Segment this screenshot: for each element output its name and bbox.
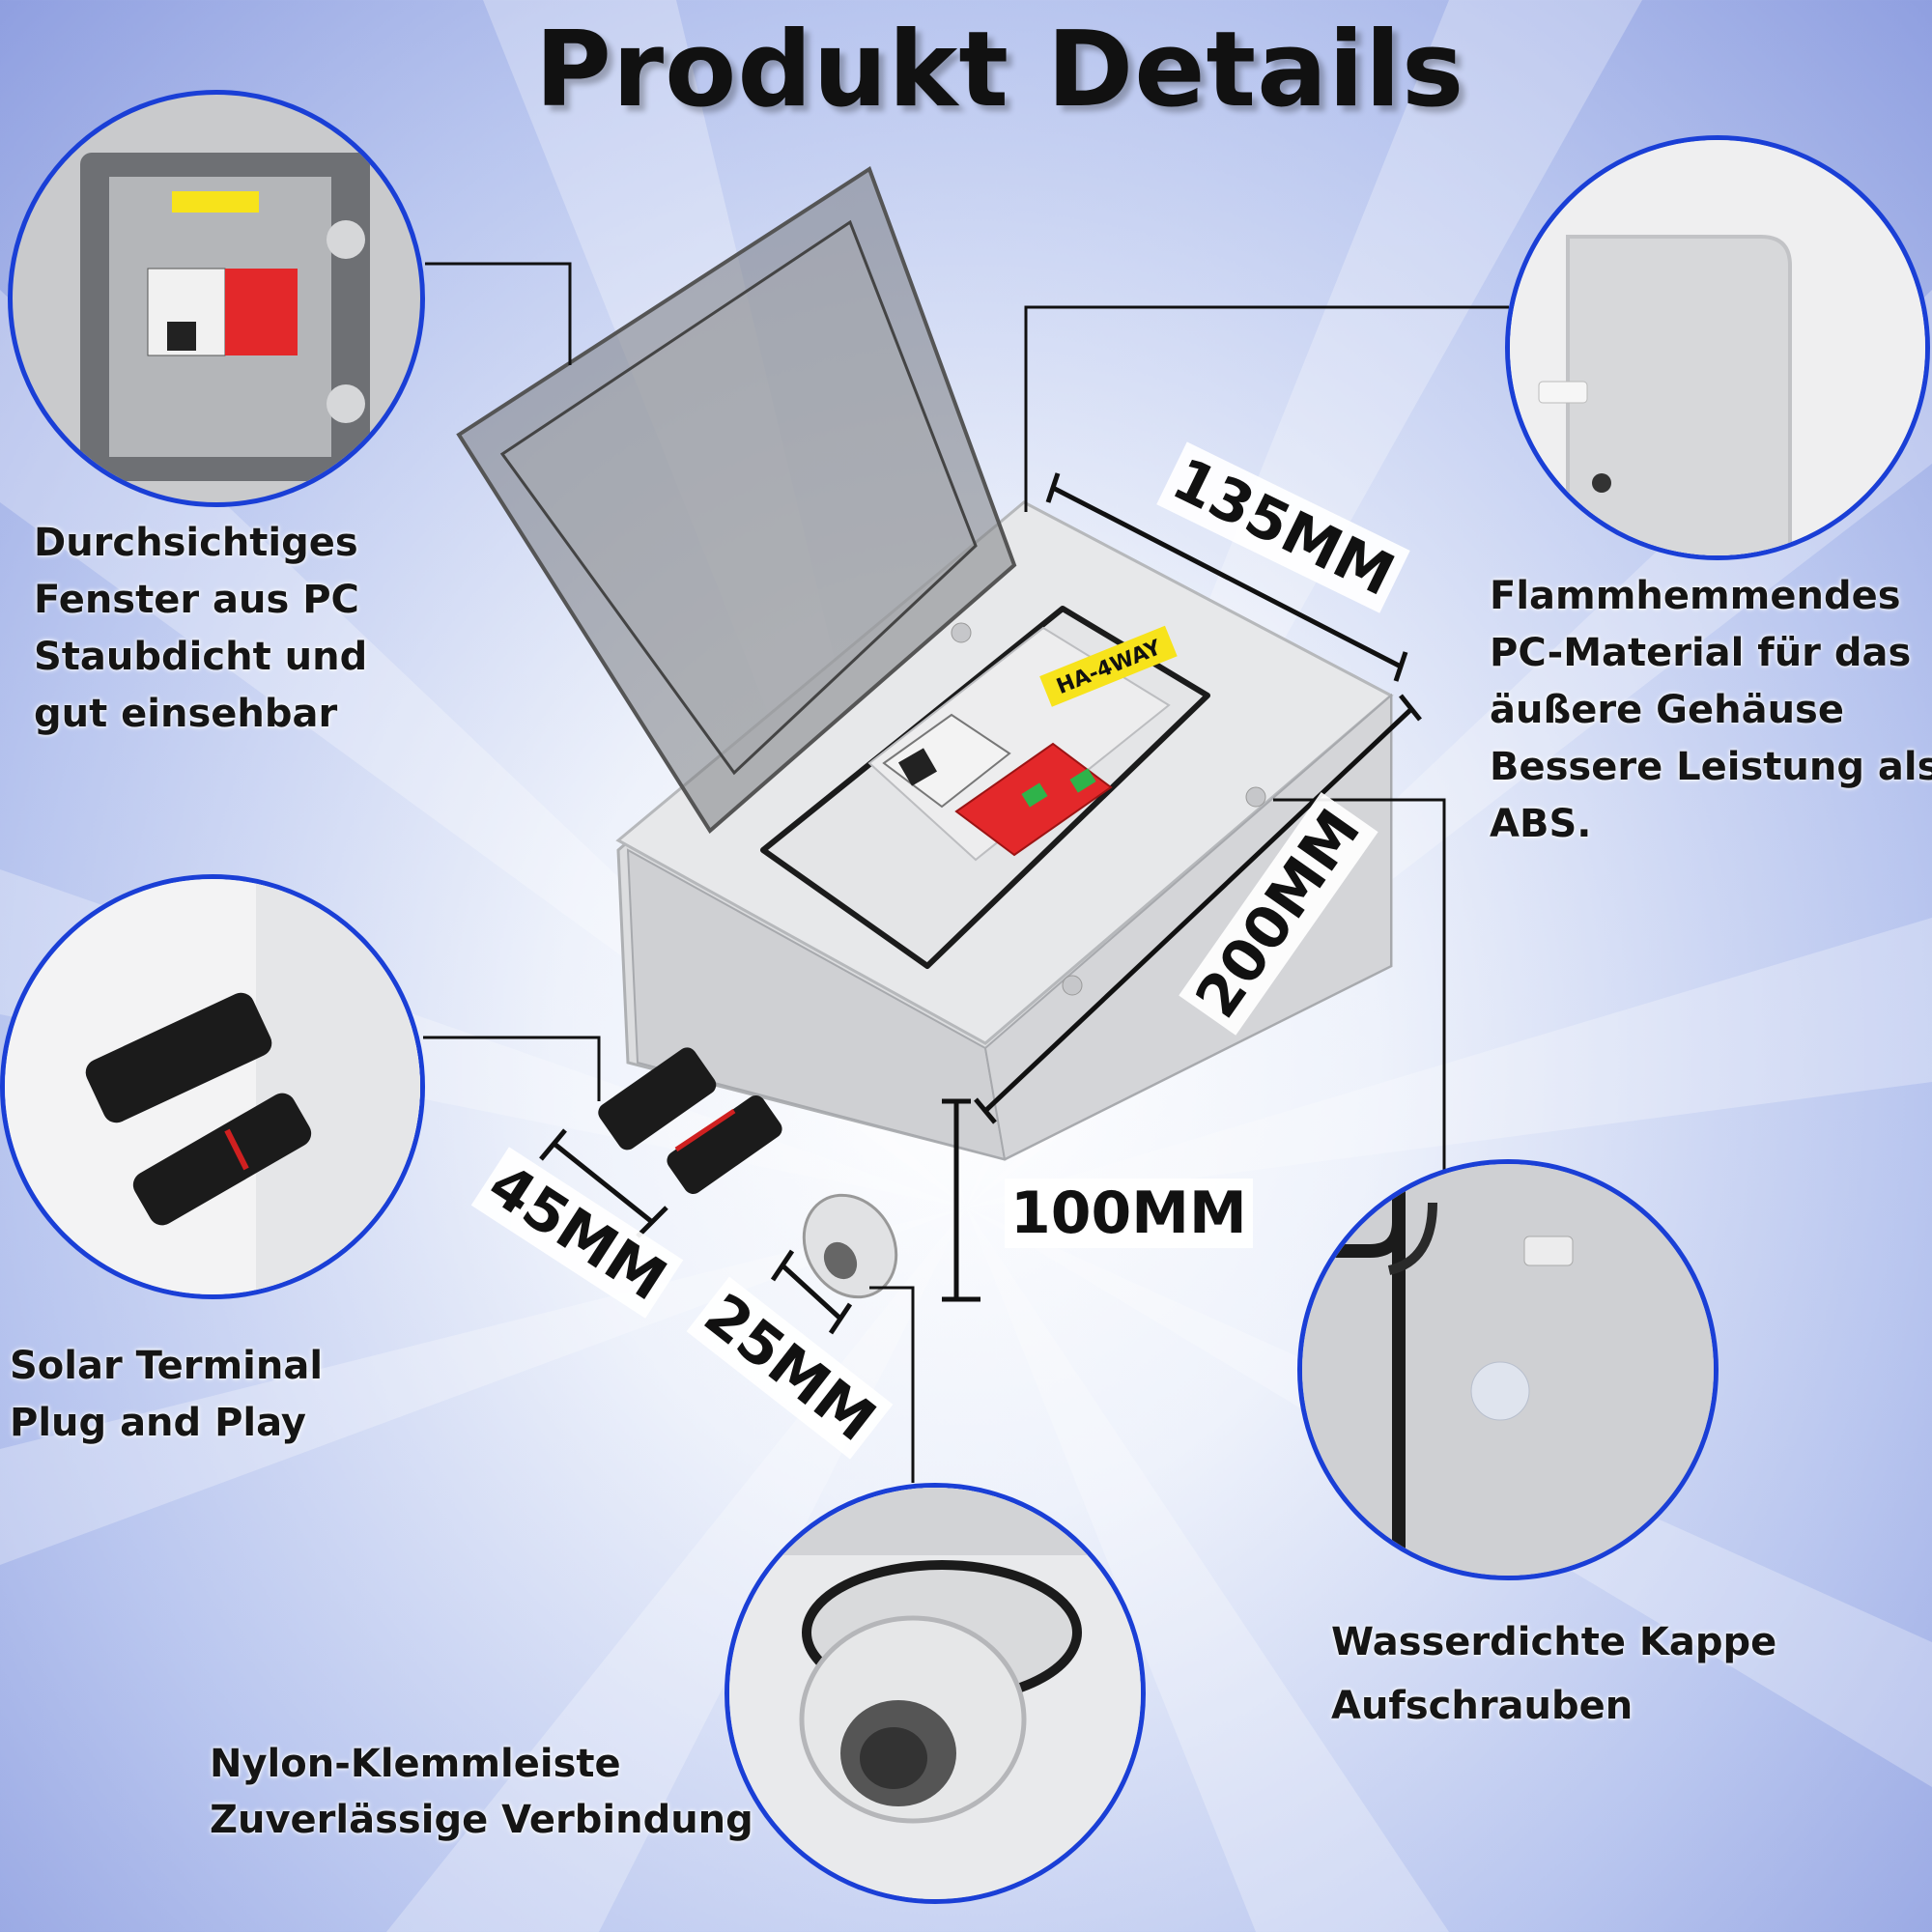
callout-material: Flammhemmendes PC-Material für das äußer… [1490, 574, 1932, 846]
terminal-detail-image [5, 879, 420, 1294]
nylon-detail-image [729, 1488, 1141, 1899]
label-tag [1039, 625, 1178, 707]
detail-circle-nylon [724, 1483, 1146, 1904]
cable-gland [802, 1193, 898, 1299]
page-title: Produkt Details [534, 10, 1465, 130]
mc4-connectors [598, 1047, 782, 1194]
detail-circle-cap [1297, 1159, 1719, 1580]
window-detail-image [80, 153, 370, 481]
transparent-lid [456, 165, 1017, 835]
callout-terminal: Solar Terminal Plug and Play [10, 1344, 324, 1445]
breaker-handle [898, 748, 937, 786]
callout-cap: Wasserdichte Kappe Aufschrauben [1331, 1620, 1777, 1728]
detail-circle-window [8, 90, 425, 507]
material-detail-image [1510, 140, 1925, 555]
housing-side-face [983, 693, 1392, 1161]
cap-detail-image [1302, 1164, 1714, 1576]
dimension-height: 100MM [1005, 1179, 1253, 1248]
callout-window: Durchsichtiges Fenster aus PC Staubdicht… [34, 521, 368, 736]
callout-nylon: Nylon-Klemmleiste Zuverlässige Verbindun… [210, 1742, 753, 1842]
detail-circle-material [1505, 135, 1930, 560]
detail-circle-terminal [0, 874, 425, 1299]
